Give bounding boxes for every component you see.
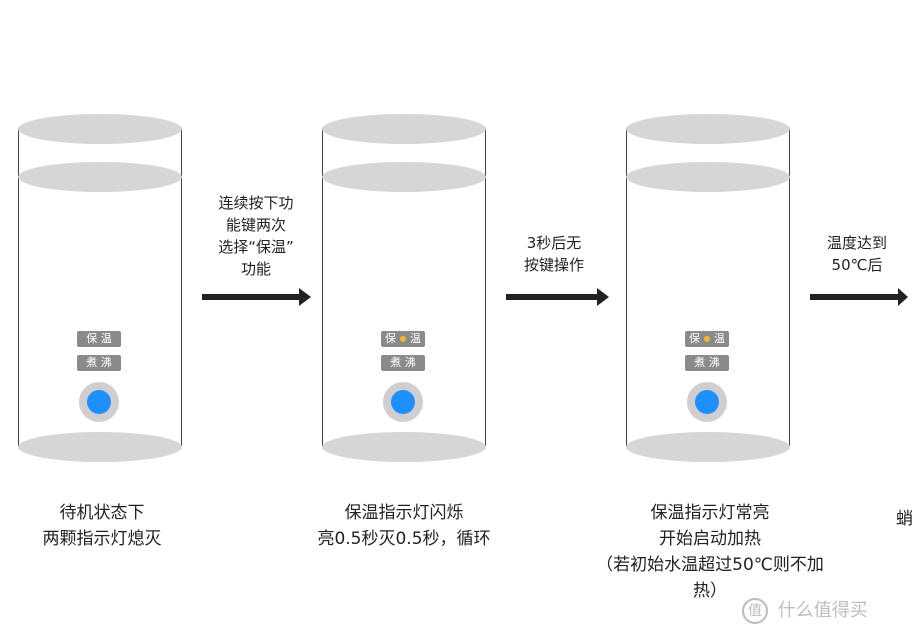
arrow-1-label-line: 选择“保温” <box>218 238 294 256</box>
cup-base <box>18 432 182 462</box>
cup-wall <box>18 128 182 446</box>
function-button-icon <box>687 382 727 422</box>
caption-line: 亮0.5秒灭0.5秒，循环 <box>317 529 491 549</box>
cup-rim <box>626 114 790 144</box>
arrow-1-label-line: 能键两次 <box>225 216 286 234</box>
boil-indicator-label: 煮 沸 <box>390 356 416 369</box>
boil-indicator-label: 煮 沸 <box>86 356 112 369</box>
arrow-2-label: 3秒后无 按键操作 <box>508 232 600 276</box>
keep-warm-indicator-label: 保 温 <box>86 332 112 345</box>
caption-line: 热） <box>693 581 727 601</box>
keep-warm-indicator-label: 保 ● 温 <box>689 332 725 345</box>
cup-rim <box>322 114 486 144</box>
water-surface <box>626 162 790 192</box>
kettle-cup-2: 保 ● 温 煮 沸 <box>322 112 488 468</box>
caption-line: （若初始水温超过50℃则不加 <box>596 555 824 575</box>
caption-line: 两颗指示灯熄灭 <box>42 529 162 549</box>
arrow-2-label-line: 按键操作 <box>523 256 584 274</box>
arrow-1-right-icon <box>299 288 311 306</box>
function-button-icon <box>383 382 423 422</box>
arrow-1-label-line: 连续按下功 <box>218 194 294 212</box>
arrow-3-label: 温度达到 50℃后 <box>814 232 900 276</box>
boil-indicator: 煮 沸 <box>77 355 121 371</box>
boil-indicator: 煮 沸 <box>381 355 425 371</box>
kettle-cup-3: 保 ● 温 煮 沸 <box>626 112 792 468</box>
caption-2: 保温指示灯闪烁 亮0.5秒灭0.5秒，循环 <box>266 500 542 552</box>
arrow-3-label-line: 50℃后 <box>831 256 883 274</box>
keep-warm-indicator: 保 ● 温 <box>685 331 729 347</box>
cup-wall <box>322 128 486 446</box>
cup-rim <box>18 114 182 144</box>
arrow-1-label: 连续按下功 能键两次 选择“保温” 功能 <box>204 192 308 280</box>
arrow-1-label-line: 功能 <box>240 260 271 278</box>
caption-line: 待机状态下 <box>59 503 145 523</box>
boil-indicator-label: 煮 沸 <box>694 356 720 369</box>
indicator-light-icon: ● <box>703 334 711 343</box>
caption-3: 保温指示灯常亮 开始启动加热 （若初始水温超过50℃则不加 热） <box>560 500 860 604</box>
keep-warm-indicator: 保 温 <box>77 331 121 347</box>
arrow-3-label-line: 温度达到 <box>826 234 887 252</box>
boil-indicator: 煮 沸 <box>685 355 729 371</box>
caption-line: 开始启动加热 <box>659 529 761 549</box>
water-surface <box>18 162 182 192</box>
watermark-logo-icon: 值 <box>742 598 768 624</box>
cut-off-caption: 蛸 <box>896 509 912 529</box>
cup-base <box>626 432 790 462</box>
cup-base <box>322 432 486 462</box>
caption-line: 保温指示灯常亮 <box>650 503 770 523</box>
keep-warm-indicator: 保 ● 温 <box>381 331 425 347</box>
arrow-3-right-icon <box>898 288 908 306</box>
watermark: 值 什么值得买 <box>742 596 868 624</box>
arrow-1-shaft <box>202 294 300 300</box>
cup-wall <box>626 128 790 446</box>
caption-line: 保温指示灯闪烁 <box>344 503 464 523</box>
function-button-icon <box>79 382 119 422</box>
arrow-3-shaft <box>810 294 900 300</box>
arrow-2-label-line: 3秒后无 <box>526 234 582 252</box>
water-surface <box>322 162 486 192</box>
keep-warm-indicator-label: 保 ● 温 <box>385 332 421 345</box>
caption-1: 待机状态下 两颗指示灯熄灭 <box>10 500 194 552</box>
arrow-2-right-icon <box>597 288 609 306</box>
arrow-2-shaft <box>506 294 598 300</box>
kettle-cup-1: 保 温 煮 沸 <box>18 112 184 468</box>
watermark-text: 什么值得买 <box>777 600 868 621</box>
indicator-light-icon: ● <box>399 334 407 343</box>
